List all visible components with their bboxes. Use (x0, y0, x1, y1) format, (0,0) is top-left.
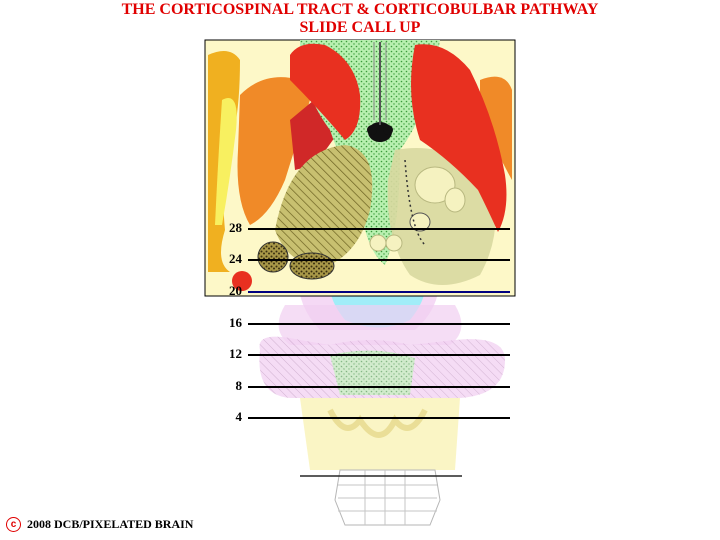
level-label-16: 16 (229, 315, 242, 330)
level-label-8: 8 (235, 378, 243, 393)
level-label-20: 20 (229, 283, 242, 298)
page-subtitle: SLIDE CALL UP (299, 19, 421, 36)
coronal-section-panel (204, 39, 516, 297)
copyright-footer: c 2008 DCB/PIXELATED BRAIN (6, 517, 193, 532)
page-title: THE CORTICOSPINAL TRACT & CORTICOBULBAR … (121, 1, 599, 18)
level-label-4: 4 (235, 409, 243, 424)
copyright-text: 2008 DCB/PIXELATED BRAIN (27, 517, 194, 531)
level-label-12: 12 (229, 346, 242, 361)
level-lines (248, 228, 510, 419)
copyright-icon: c (6, 517, 21, 532)
level-label-28: 28 (229, 220, 242, 235)
level-label-24: 24 (229, 251, 242, 266)
